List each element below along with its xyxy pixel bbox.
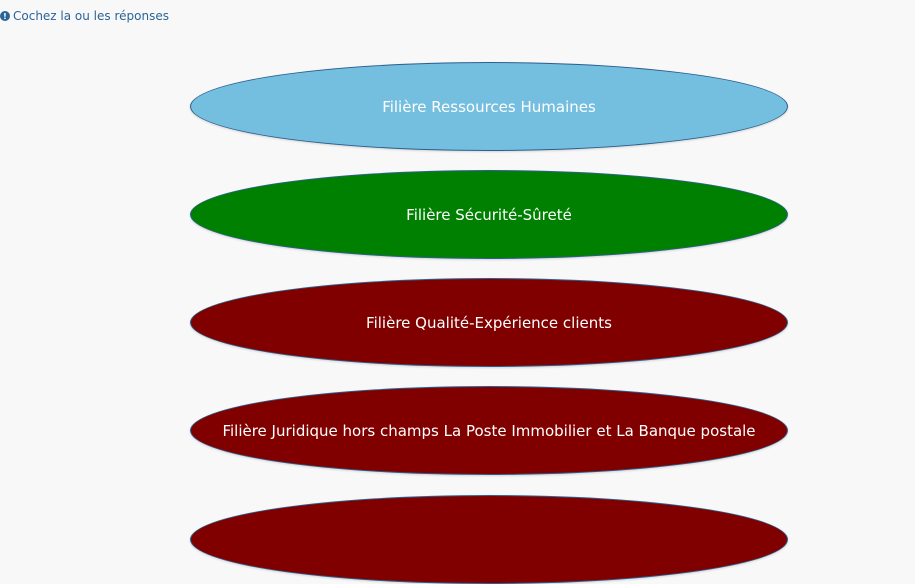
option-label: Filière Juridique hors champs La Poste I…: [222, 421, 756, 440]
instruction-label: Cochez la ou les réponses: [13, 9, 169, 23]
option-securite-surete[interactable]: Filière Sécurité-Sûreté: [190, 170, 788, 259]
option-ressources-humaines[interactable]: Filière Ressources Humaines: [190, 62, 788, 151]
option-partial[interactable]: [190, 495, 788, 584]
option-qualite-experience-clients[interactable]: Filière Qualité-Expérience clients: [190, 278, 788, 367]
option-label: Filière Ressources Humaines: [382, 97, 596, 116]
instruction-text: ! Cochez la ou les réponses: [0, 9, 169, 23]
option-label: Filière Sécurité-Sûreté: [406, 205, 572, 224]
option-juridique[interactable]: Filière Juridique hors champs La Poste I…: [190, 386, 788, 475]
option-label: Filière Qualité-Expérience clients: [366, 313, 612, 332]
info-exclamation-icon: !: [0, 11, 10, 21]
